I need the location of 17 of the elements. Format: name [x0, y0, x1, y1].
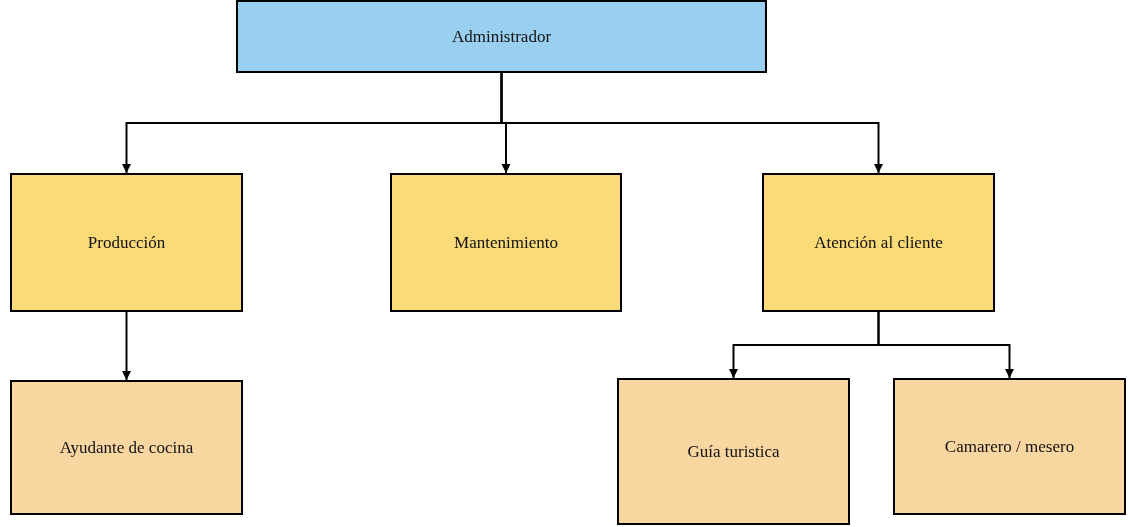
org-box — [10, 173, 243, 312]
box-label: Ayudante de cocina — [58, 437, 195, 458]
box-label: Camarero / mesero — [943, 436, 1076, 457]
org-box — [762, 173, 995, 312]
box-label: Guía turistica — [686, 441, 781, 462]
org-box — [390, 173, 622, 312]
box-label: Atención al cliente — [813, 232, 944, 253]
org-box — [236, 0, 767, 73]
org-box — [893, 378, 1126, 515]
box-label: Mantenimiento — [453, 232, 559, 253]
connector-arrow — [122, 311, 131, 381]
org-box — [617, 378, 850, 525]
box-label: Administrador — [450, 26, 553, 47]
org-box — [10, 380, 243, 515]
connector-arrow — [877, 311, 1014, 379]
connector-arrow — [500, 72, 883, 174]
box-label: Producción — [86, 232, 167, 253]
